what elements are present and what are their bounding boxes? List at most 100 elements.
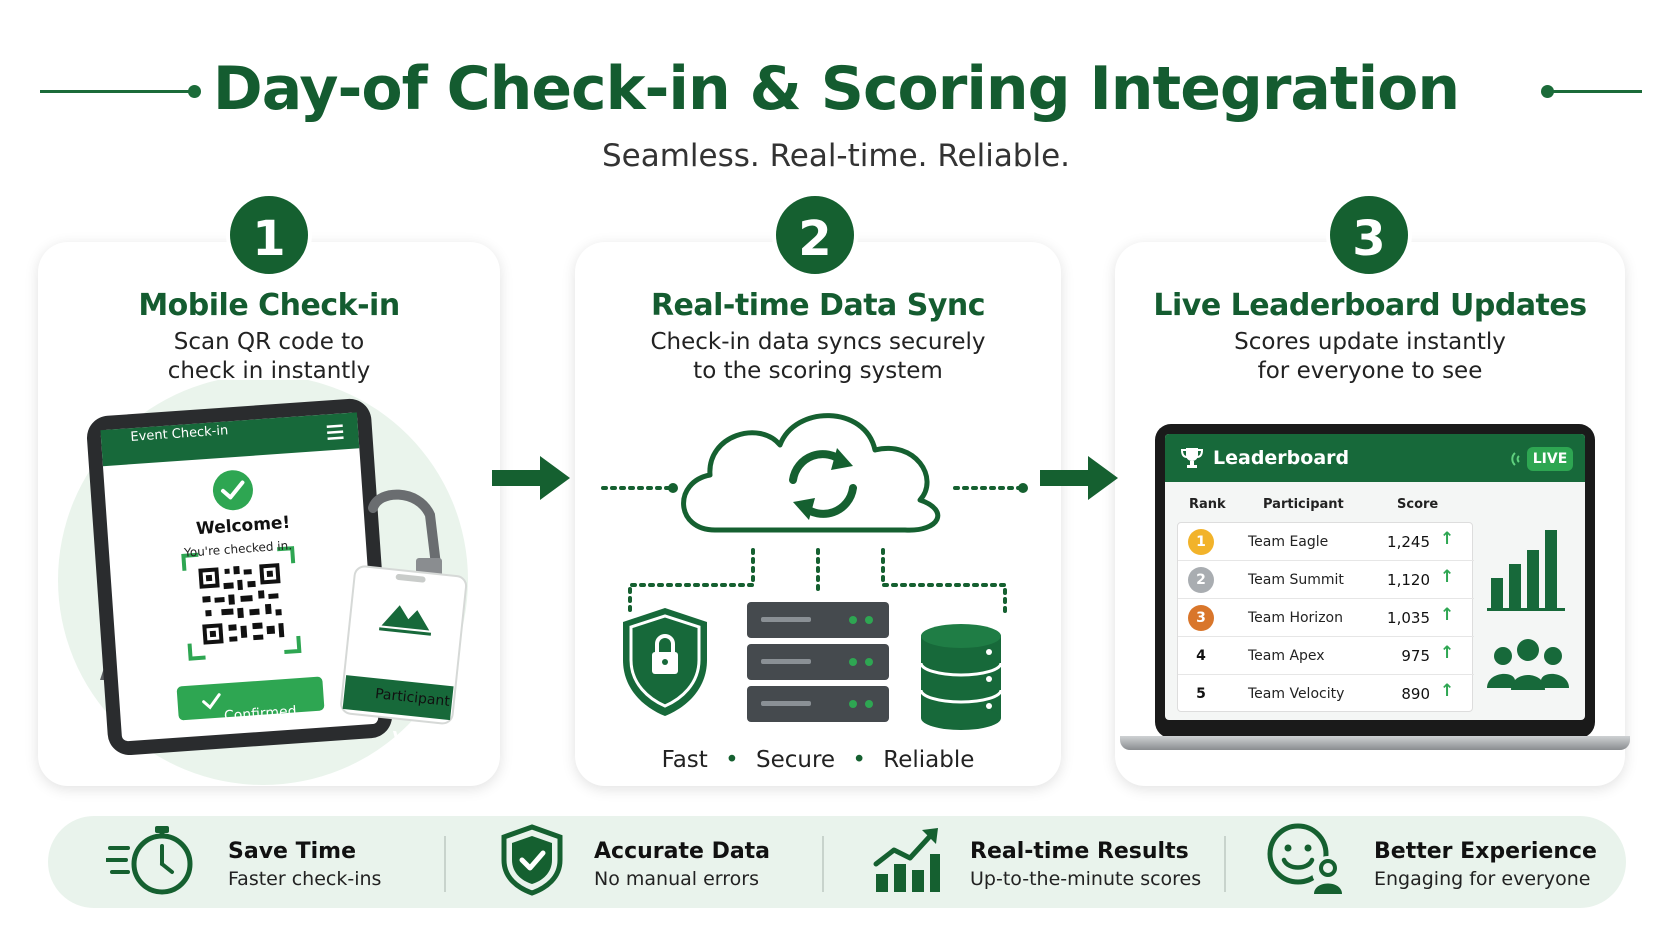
trophy-icon (1180, 448, 1204, 468)
table-row[interactable]: 1 Team Eagle 1,245 ↑ (1178, 523, 1474, 561)
column-header-score: Score (1397, 497, 1439, 512)
benefit-subtitle: No manual errors (594, 868, 759, 890)
broadcast-icon (1511, 452, 1520, 466)
benefit-divider (1224, 836, 1226, 892)
lanyard-strap (368, 489, 441, 570)
table-row[interactable]: 5 Team Velocity 890 ↑ (1178, 675, 1474, 713)
column-header-rank: Rank (1189, 497, 1226, 512)
page-title: Day-of Check-in & Scoring Integration (212, 54, 1460, 124)
leaderboard-table: 1 Team Eagle 1,245 ↑ 2 Team Summit 1,120… (1177, 522, 1474, 713)
participant-score: 975 (1401, 647, 1430, 665)
benefit-title: Accurate Data (594, 839, 771, 864)
benefit-title: Better Experience (1374, 839, 1597, 864)
participant-name: Team Apex (1248, 648, 1325, 664)
rank-number: 4 (1196, 648, 1206, 664)
flow-arrow-icon (492, 456, 570, 500)
badge-vip-label: VIP (391, 728, 425, 752)
smiley-user-icon (1267, 823, 1344, 894)
participant-score: 890 (1401, 685, 1430, 703)
tagline-reliable: Reliable (883, 747, 975, 773)
participant-name: Team Summit (1248, 572, 1344, 588)
benefit-title: Save Time (228, 839, 357, 864)
table-row[interactable]: 3 Team Horizon 1,035 ↑ (1178, 599, 1474, 637)
bar-chart-icon (1487, 530, 1565, 611)
server-stack-icon (747, 602, 889, 722)
flow-arrow-icon (1040, 456, 1118, 500)
title-dot-right (1541, 85, 1554, 98)
step-number-badge: 2 (772, 192, 858, 278)
step-title: Real-time Data Sync (650, 288, 986, 323)
step-description-line: Check-in data syncs securely (650, 329, 986, 355)
branch-connectors (628, 548, 1007, 617)
gold-medal-icon: 1 (1188, 529, 1214, 555)
shield-lock-icon (623, 608, 707, 716)
stopwatch-icon (106, 826, 193, 895)
tablet-illustration (58, 380, 468, 785)
qr-code-icon (194, 558, 289, 649)
step-description: Scan QR code to check in instantly (38, 328, 500, 386)
trend-up-icon: ↑ (1440, 643, 1455, 663)
rank-number: 5 (1196, 686, 1206, 702)
sync-illustration (601, 413, 1028, 730)
column-header-participant: Participant (1263, 497, 1344, 512)
participant-name: Team Horizon (1248, 610, 1343, 626)
trend-up-icon: ↑ (1440, 529, 1455, 549)
menu-icon[interactable] (326, 424, 344, 440)
participant-score: 1,245 (1387, 533, 1430, 551)
tagline-secure: Secure (756, 747, 836, 773)
benefit-subtitle: Engaging for everyone (1374, 868, 1591, 890)
database-icon (919, 624, 1003, 730)
growth-chart-icon (873, 828, 940, 892)
trend-up-icon: ↑ (1440, 567, 1455, 587)
benefits-strip (48, 816, 1626, 908)
benefit-title: Real-time Results (970, 839, 1189, 864)
step-number-badge: 3 (1326, 192, 1412, 278)
table-row[interactable]: 4 Team Apex 975 ↑ (1178, 637, 1474, 675)
step-title: Live Leaderboard Updates (1153, 288, 1587, 323)
trend-up-icon: ↑ (1440, 605, 1455, 625)
benefit-divider (444, 836, 446, 892)
leaderboard-title: Leaderboard (1213, 447, 1350, 469)
title-rule-right (1550, 90, 1642, 93)
tablet-app-bar (100, 412, 360, 467)
benefit-subtitle: Faster check-ins (228, 868, 382, 890)
vip-band (342, 675, 454, 721)
table-row[interactable]: 2 Team Summit 1,120 ↑ (1178, 561, 1474, 599)
step-description-line: check in instantly (167, 358, 371, 384)
qr-scan-frame (181, 546, 302, 661)
participant-name: Team Velocity (1248, 686, 1345, 702)
check-circle-icon (212, 470, 253, 511)
leaderboard-header: Leaderboard LIVE (1165, 434, 1585, 482)
title-rule-left (40, 90, 190, 93)
tagline-fast: Fast (661, 747, 708, 773)
step-description-line: Scores update instantly (1234, 329, 1506, 355)
benefit-subtitle: Up-to-the-minute scores (970, 868, 1202, 890)
shield-check-icon (501, 824, 563, 896)
title-row: Day-of Check-in & Scoring Integration (0, 48, 1672, 132)
mountain-logo-icon (381, 605, 430, 631)
step-description: Check-in data syncs securely to the scor… (575, 328, 1061, 386)
page-subtitle: Seamless. Real-time. Reliable. (601, 138, 1071, 174)
step-description-line: to the scoring system (693, 358, 943, 384)
participant-score: 1,120 (1387, 571, 1430, 589)
tagline-separator: • (852, 747, 866, 773)
silver-medal-icon: 2 (1188, 567, 1214, 593)
trend-up-icon: ↑ (1440, 681, 1455, 701)
step-description: Scores update instantly for everyone to … (1115, 328, 1625, 386)
participant-score: 1,035 (1387, 609, 1430, 627)
team-users-icon (1487, 639, 1569, 690)
step-description-line: for everyone to see (1257, 358, 1483, 384)
tagline-separator: • (725, 747, 739, 773)
benefit-divider (822, 836, 824, 892)
confirmed-button[interactable] (176, 676, 325, 721)
laptop-base (1120, 736, 1630, 750)
cloud-icon (681, 413, 941, 533)
step-description-line: Scan QR code to (173, 329, 365, 355)
step-number-badge: 1 (226, 192, 312, 278)
leaderboard-screen: Leaderboard LIVE Rank Participant Score … (1165, 434, 1585, 720)
live-badge: LIVE (1527, 447, 1573, 471)
title-dot-left (188, 85, 201, 98)
check-icon (202, 693, 221, 710)
participant-name: Team Eagle (1248, 534, 1329, 550)
sync-tagline: Fast • Secure • Reliable (575, 747, 1061, 773)
